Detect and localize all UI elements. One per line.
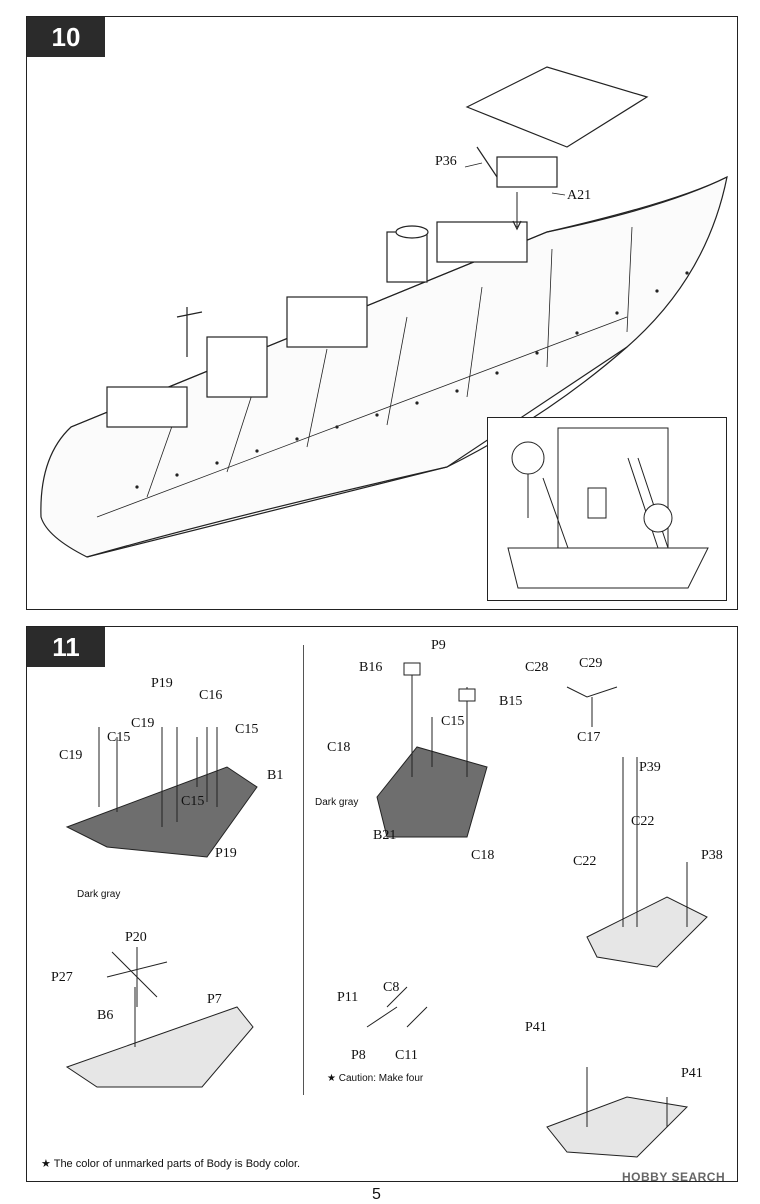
label-c15-left: C15	[107, 730, 131, 745]
label-p19-bottom: P19	[215, 846, 237, 861]
label-a21: A21	[567, 188, 592, 203]
label-p41-right: P41	[681, 1066, 703, 1081]
label-c29: C29	[579, 656, 603, 671]
label-p9: P9	[431, 638, 446, 653]
step-10-panel: 10	[26, 16, 738, 610]
note-dark-gray-b1: Dark gray	[77, 889, 121, 900]
label-b1: B1	[267, 768, 284, 783]
label-c22-upper: C22	[631, 814, 655, 829]
label-c28: C28	[525, 660, 549, 675]
label-p39: P39	[639, 760, 661, 775]
label-c18-right: C18	[471, 848, 495, 863]
label-p36: P36	[435, 154, 457, 169]
note-dark-gray-b21: Dark gray	[315, 797, 359, 808]
label-c8: C8	[383, 980, 400, 995]
label-p38: P38	[701, 848, 723, 863]
label-p20: P20	[125, 930, 147, 945]
label-p7: P7	[207, 992, 222, 1007]
label-p11: P11	[337, 990, 359, 1005]
label-p19-top: P19	[151, 676, 173, 691]
label-p27: P27	[51, 970, 73, 985]
note-caution-make-four: ★ Caution: Make four	[327, 1073, 424, 1084]
footnote: ★ The color of unmarked parts of Body is…	[41, 1158, 301, 1170]
detail-inset	[487, 417, 727, 601]
label-b15: B15	[499, 694, 523, 709]
label-c15-center: C15	[181, 794, 205, 809]
label-b21: B21	[373, 828, 397, 843]
section-divider	[303, 645, 305, 1095]
label-p41-left: P41	[525, 1020, 547, 1035]
ship-hull-drawing	[40, 66, 728, 558]
step-number-11: 11	[27, 627, 105, 667]
page-number: 5	[372, 1186, 381, 1203]
label-c15-right: C15	[235, 722, 259, 737]
label-b16: B16	[359, 660, 383, 675]
label-p8: P8	[351, 1048, 366, 1063]
label-c15-mid: C15	[441, 714, 465, 729]
step-11-panel: 11 P19 C16 C15 C19	[26, 626, 738, 1182]
step-11-drawings	[65, 662, 708, 1158]
label-b6: B6	[97, 1008, 114, 1023]
label-c19-left: C19	[59, 748, 83, 763]
label-c19-mid: C19	[131, 716, 155, 731]
watermark-logo: HOBBY SEARCH	[622, 1170, 726, 1184]
label-c17: C17	[577, 730, 601, 745]
label-c16: C16	[199, 688, 223, 703]
label-c18-left: C18	[327, 740, 351, 755]
label-c11: C11	[395, 1048, 418, 1063]
inset-drawing	[507, 427, 709, 589]
label-c22-lower: C22	[573, 854, 597, 869]
step-number-10: 10	[27, 17, 105, 57]
